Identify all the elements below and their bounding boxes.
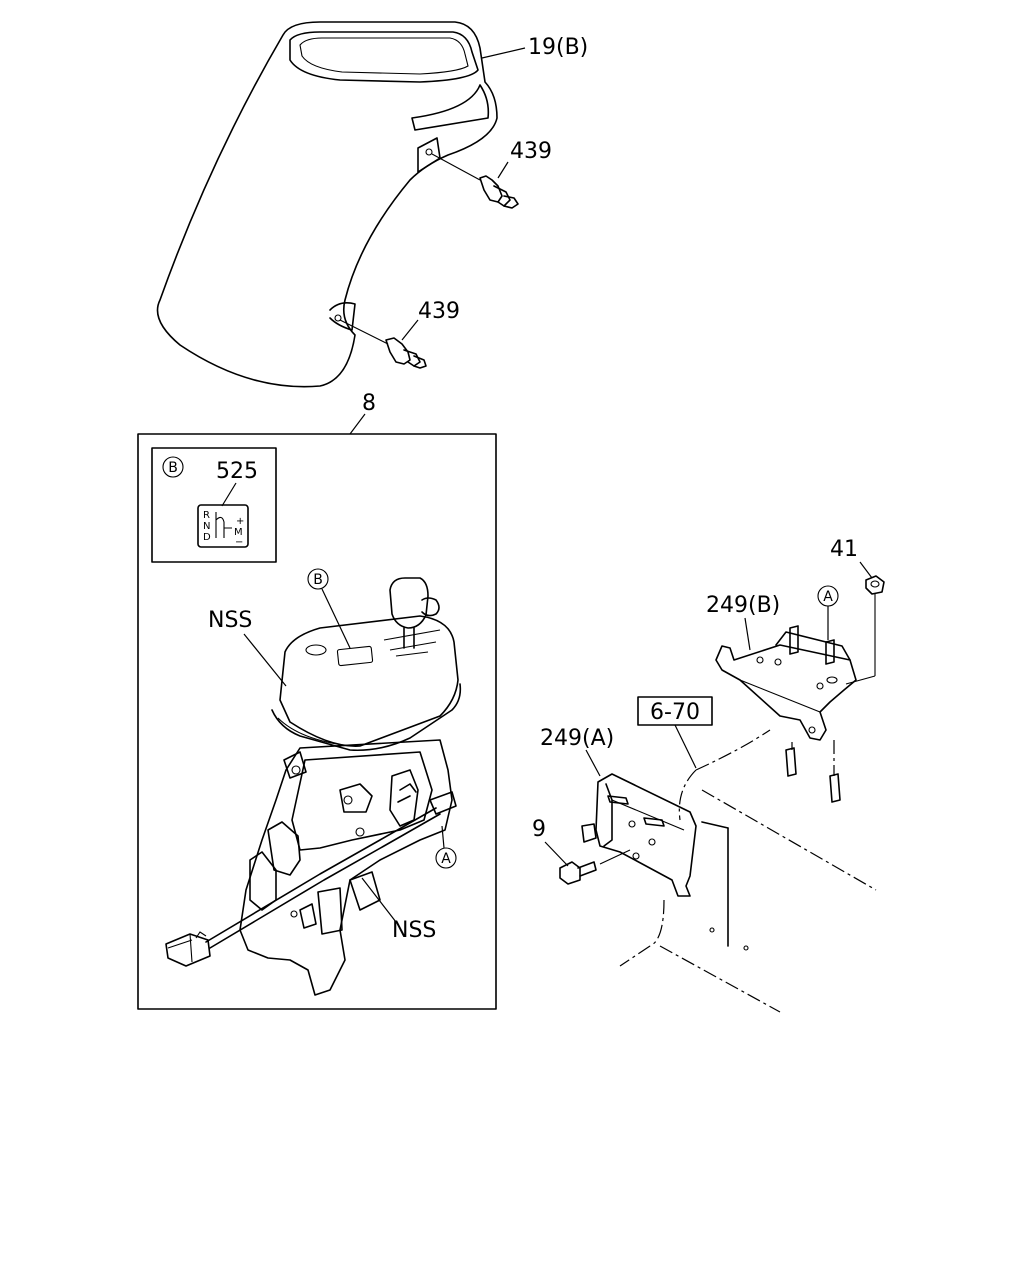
pattern-m: M	[234, 527, 243, 538]
leader-clip-lower	[401, 319, 419, 341]
leader-nut	[859, 561, 873, 579]
leader-marker-b	[321, 588, 351, 649]
callout-clip-lower-label: 439	[418, 299, 460, 324]
leader-bracket-a	[585, 749, 601, 777]
shifter-cover-drawing	[156, 21, 498, 388]
callout-clip-upper-label: 439	[510, 139, 552, 164]
leader-clip-upper	[497, 161, 509, 179]
pattern-minus: −	[235, 537, 243, 548]
leader-label-part	[221, 482, 237, 507]
leader-nss-upper	[243, 633, 287, 687]
pattern-plus: +	[236, 516, 244, 527]
leader-bracket-b	[744, 617, 751, 651]
callout-bracket-a-label: 249(A)	[540, 726, 614, 751]
leader-ref	[674, 724, 697, 769]
callout-label-part: 525	[216, 459, 258, 484]
clip-lower-drawing	[339, 319, 427, 369]
leader-assembly	[349, 413, 366, 435]
bolt-drawing	[559, 861, 597, 885]
callout-nss-upper: NSS	[208, 608, 252, 633]
callout-cover-label: 19(B)	[528, 35, 588, 60]
inset-marker-b: B	[168, 460, 178, 476]
pattern-r: R	[203, 510, 210, 521]
callout-nss-lower: NSS	[392, 918, 436, 943]
shifter-marker-b: B	[313, 572, 323, 588]
shifter-marker-circle-b	[307, 568, 329, 590]
bracket-a-drawing	[581, 773, 697, 897]
callout-bolt-label: 9	[532, 817, 546, 842]
leader-bolt	[544, 841, 569, 867]
body-panel-outline	[619, 729, 877, 1013]
callout-assembly-label: 8	[362, 391, 376, 416]
callout-ref-label: 6-70	[650, 700, 700, 725]
shifter-marker-a: A	[441, 851, 451, 867]
nut-drawing	[845, 575, 885, 685]
assembly-frame	[137, 433, 497, 1010]
leader-cover	[481, 47, 526, 59]
inset-marker-circle	[162, 456, 184, 478]
shifter-marker-circle-a	[435, 847, 457, 869]
pattern-d: D	[203, 532, 211, 543]
clip-upper-drawing	[431, 153, 519, 209]
shifter-assembly-drawing	[165, 577, 462, 996]
bracket-b-drawing	[715, 625, 857, 803]
callout-bracket-b-label: 249(B)	[706, 593, 780, 618]
leader-nss-lower	[361, 877, 397, 923]
callout-nut-label: 41	[830, 537, 858, 562]
leader-marker-a	[441, 825, 445, 849]
pattern-n: N	[203, 521, 210, 532]
bracket-marker-a: A	[823, 589, 833, 605]
label-inset-frame	[151, 447, 277, 563]
shift-pattern-label: R N D + M −	[197, 504, 249, 548]
